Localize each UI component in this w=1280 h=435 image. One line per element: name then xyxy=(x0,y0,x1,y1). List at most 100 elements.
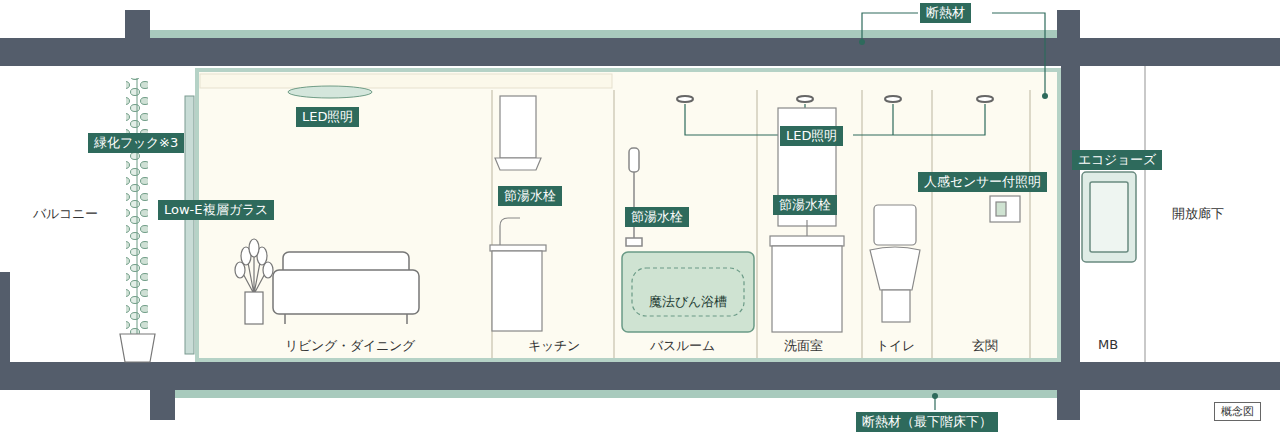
room-label: バルコニー xyxy=(33,205,98,223)
room-label: リビング・ダイニング xyxy=(285,337,415,355)
illustration-rect xyxy=(150,30,1057,38)
illustration-ellipse xyxy=(235,262,245,278)
illustration-rect xyxy=(0,272,10,362)
illustration-line xyxy=(1144,66,1146,362)
room-label: トイレ xyxy=(876,337,915,355)
illustration-g xyxy=(870,205,920,322)
illustration-polyline xyxy=(685,104,780,135)
callout-box: LED照明 xyxy=(780,126,843,146)
illustration-rect xyxy=(175,390,1057,398)
callout-box: 節湯水栓 xyxy=(498,186,562,206)
illustration-polyline xyxy=(853,104,985,135)
illustration-rect xyxy=(996,202,1006,216)
illustration-g xyxy=(492,90,1030,358)
illustration-g xyxy=(770,108,844,332)
illustration-rect xyxy=(882,290,910,322)
illustration-rect xyxy=(185,96,194,354)
illustration-rect xyxy=(629,148,639,172)
illustration-line xyxy=(137,78,138,336)
callout-box: 節湯水栓 xyxy=(625,207,689,227)
illustration-circle xyxy=(859,39,865,45)
illustration-rect xyxy=(492,251,542,331)
illustration-line xyxy=(756,90,758,358)
illustration-g xyxy=(235,239,273,324)
illustration-path xyxy=(120,334,155,362)
callout-text: 節湯水栓 xyxy=(631,209,683,225)
illustration-rect xyxy=(626,238,642,246)
illustration-g xyxy=(626,148,642,246)
illustration-rect xyxy=(0,38,1280,66)
note-box: 概念図 xyxy=(1214,402,1261,421)
illustration-path xyxy=(495,158,541,170)
illustration-rect xyxy=(0,362,1280,390)
illustration-rect xyxy=(990,196,1020,222)
callout-text: 魔法びん浴槽 xyxy=(649,294,727,310)
illustration-rect xyxy=(125,10,150,38)
illustration-g xyxy=(990,196,1020,222)
illustration-rect xyxy=(200,74,612,88)
illustration-rect xyxy=(1061,66,1080,362)
callout-text: 断熱材 xyxy=(926,5,965,21)
illustration-ellipse xyxy=(249,239,259,257)
illustration-ellipse xyxy=(677,96,693,102)
illustration-circle xyxy=(1042,93,1048,99)
callout-text: 人感センサー付照明 xyxy=(924,174,1041,190)
illustration-rect xyxy=(490,245,546,251)
illustration-rect xyxy=(874,205,916,245)
illustration-line xyxy=(806,220,807,236)
illustration-rect xyxy=(1082,172,1136,262)
illustration-path xyxy=(500,218,520,245)
illustration-line xyxy=(861,90,863,358)
callout-text: LED照明 xyxy=(302,109,353,125)
illustration-line xyxy=(934,398,935,410)
illustration-ellipse xyxy=(263,262,273,278)
callout-text: LED照明 xyxy=(786,128,837,144)
room-label: 洗面室 xyxy=(784,337,823,355)
callout-text: Low-E複層ガラス xyxy=(164,202,268,218)
callout-box: 断熱材（最下階床下） xyxy=(856,412,998,432)
illustration-ellipse xyxy=(288,86,372,98)
illustration-line xyxy=(1029,90,1031,358)
illustration-line xyxy=(613,90,615,358)
illustration-ellipse xyxy=(977,96,993,102)
callout-box: Low-E複層ガラス xyxy=(158,200,274,220)
callout-box: 魔法びん浴槽 xyxy=(643,292,733,312)
room-label: バスルーム xyxy=(650,337,715,355)
illustration-circle xyxy=(932,393,938,399)
illustration-rect xyxy=(1090,182,1128,252)
illustration-rect xyxy=(1057,390,1080,420)
illustration-rect xyxy=(500,96,536,158)
room-label: 開放廊下 xyxy=(1172,205,1224,223)
illustration-rect xyxy=(772,246,842,332)
callout-box: エコジョーズ xyxy=(1072,150,1162,170)
illustration-rect xyxy=(770,236,844,246)
callout-text: 緑化フック※3 xyxy=(94,135,178,151)
callout-box: 断熱材 xyxy=(920,3,971,23)
illustration-line xyxy=(931,90,933,358)
illustration-path xyxy=(870,247,920,290)
illustration-rect xyxy=(197,70,1059,360)
callout-box: 緑化フック※3 xyxy=(88,133,184,153)
callout-text: 概念図 xyxy=(1221,405,1254,418)
room-label: 玄関 xyxy=(972,337,998,355)
illustration-g xyxy=(677,96,993,102)
illustration-ellipse xyxy=(797,96,813,102)
illustration-line xyxy=(633,172,635,240)
callout-box: 人感センサー付照明 xyxy=(918,172,1047,192)
illustration-rect xyxy=(622,252,754,332)
illustration-polyline xyxy=(992,13,1045,95)
callout-box: 節湯水栓 xyxy=(773,195,837,215)
illustration-g xyxy=(685,13,1045,410)
illustration-line xyxy=(406,314,408,324)
callout-text: エコジョーズ xyxy=(1078,152,1156,168)
callout-text: 断熱材（最下階床下） xyxy=(862,414,992,430)
illustration-rect xyxy=(126,78,148,336)
room-label: MB xyxy=(1098,337,1118,352)
illustration-rect xyxy=(1057,10,1080,38)
illustration-ellipse xyxy=(885,96,901,102)
illustration-polyline xyxy=(862,13,918,40)
callout-box: LED照明 xyxy=(296,107,359,127)
illustration-rect xyxy=(273,270,419,314)
callout-text: 節湯水栓 xyxy=(779,197,831,213)
